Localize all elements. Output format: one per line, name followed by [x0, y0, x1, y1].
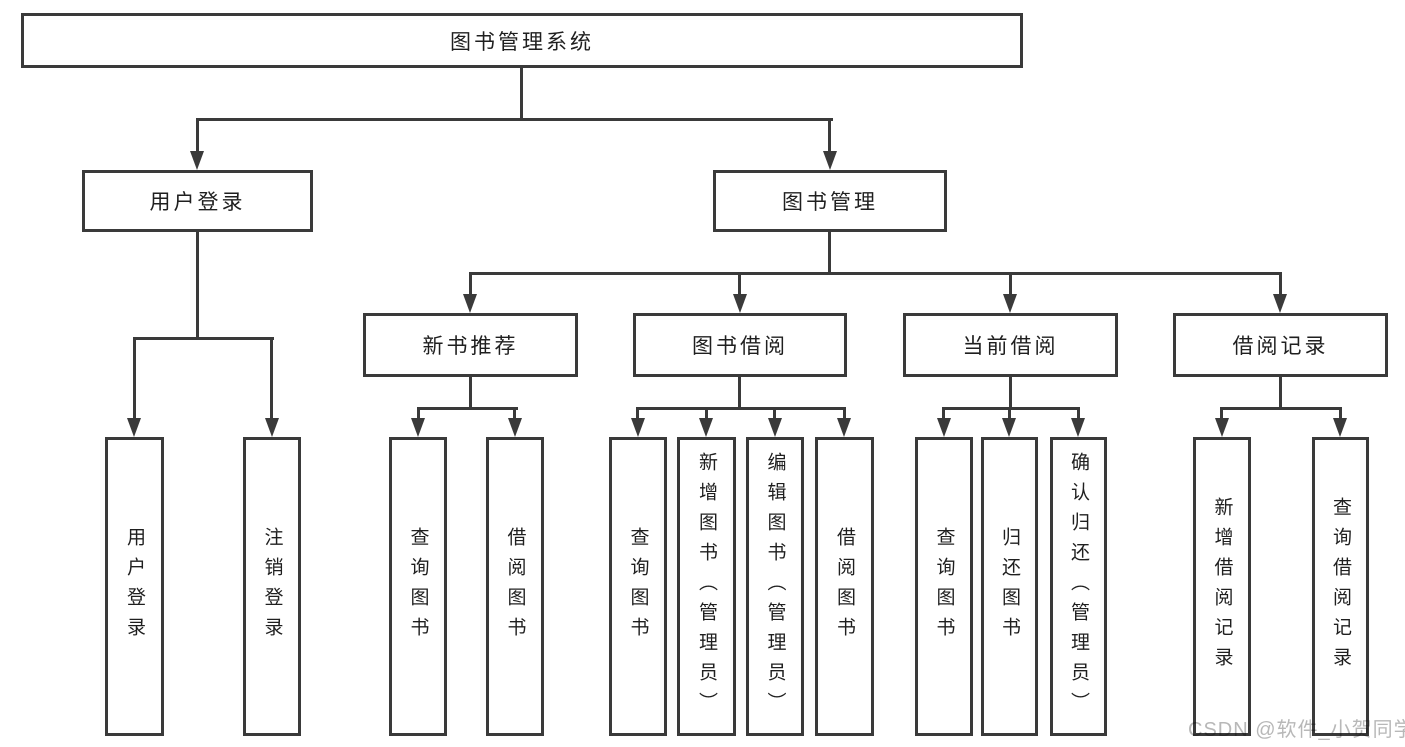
- leaf-query-books-current: 查询图书: [915, 437, 973, 736]
- connector-book-management-stem: [828, 232, 831, 274]
- connector-book-management-rail: [470, 272, 1282, 275]
- leaf-borrow-books-recommend: 借阅图书: [486, 437, 544, 736]
- arrow-down-icon: [190, 151, 204, 170]
- leaf-borrow-books-borrowing-label: 借阅图书: [834, 526, 855, 647]
- arrow-down-icon: [768, 418, 782, 437]
- arrow-down-icon: [1215, 418, 1229, 437]
- leaf-add-borrow-record-label: 新增借阅记录: [1211, 496, 1233, 677]
- node-root-label: 图书管理系统: [450, 30, 594, 54]
- arrow-down-icon: [508, 418, 522, 437]
- arrow-down-icon: [265, 418, 279, 437]
- leaf-logout-label: 注销登录: [261, 526, 283, 647]
- arrow-down-icon: [823, 151, 837, 170]
- arrow-down-icon: [1003, 294, 1017, 313]
- leaf-confirm-return-admin-label: 确认归还（管理员）: [1068, 451, 1089, 722]
- connector-drop-borrow-records: [1279, 272, 1282, 296]
- leaf-query-borrow-record-label: 查询借阅记录: [1330, 496, 1351, 677]
- leaf-query-books-current-label: 查询图书: [933, 526, 955, 647]
- node-user-login: 用户登录: [82, 170, 313, 232]
- node-book-management: 图书管理: [713, 170, 947, 232]
- leaf-query-books-recommend-label: 查询图书: [407, 526, 429, 647]
- arrow-down-icon: [631, 418, 645, 437]
- arrow-down-icon: [1333, 418, 1347, 437]
- leaf-query-books-borrowing: 查询图书: [609, 437, 667, 736]
- connector-drop: [636, 407, 639, 420]
- arrow-down-icon: [411, 418, 425, 437]
- node-borrow-records-label: 借阅记录: [1232, 335, 1329, 358]
- leaf-edit-books-admin: 编辑图书（管理员）: [746, 437, 804, 736]
- connector-drop-current-borrowing: [1009, 272, 1012, 296]
- leaf-add-books-admin-label: 新增图书（管理员）: [696, 451, 717, 722]
- connector-new-book-rail: [418, 407, 518, 410]
- connector-drop: [1008, 407, 1011, 420]
- connector-drop: [1339, 407, 1342, 420]
- connector-new-book-stem: [469, 377, 472, 409]
- connector-drop-new-book-recommend: [469, 272, 472, 296]
- node-book-borrowing: 图书借阅: [633, 313, 847, 377]
- leaf-borrow-books-borrowing: 借阅图书: [815, 437, 874, 736]
- leaf-query-borrow-record: 查询借阅记录: [1312, 437, 1369, 736]
- leaf-logout: 注销登录: [243, 437, 301, 736]
- connector-drop: [942, 407, 945, 420]
- leaf-borrow-books-recommend-label: 借阅图书: [504, 526, 526, 647]
- connector-drop-leaf-logout: [270, 337, 273, 420]
- connector-book-borrowing-rail: [638, 407, 845, 410]
- arrow-down-icon: [127, 418, 141, 437]
- node-new-book-recommend: 新书推荐: [363, 313, 578, 377]
- leaf-query-books-recommend: 查询图书: [389, 437, 447, 736]
- connector-drop: [1220, 407, 1223, 420]
- leaf-user-login: 用户登录: [105, 437, 164, 736]
- connector-drop: [705, 407, 708, 420]
- leaf-add-books-admin: 新增图书（管理员）: [677, 437, 736, 736]
- connector-current-borrowing-stem: [1009, 377, 1012, 409]
- arrow-down-icon: [1071, 418, 1085, 437]
- arrow-down-icon: [463, 294, 477, 313]
- node-borrow-records: 借阅记录: [1173, 313, 1388, 377]
- arrow-down-icon: [1273, 294, 1287, 313]
- connector-drop-leaf-user-login: [133, 337, 136, 420]
- node-root: 图书管理系统: [21, 13, 1023, 68]
- leaf-user-login-label: 用户登录: [124, 526, 145, 647]
- leaf-add-borrow-record: 新增借阅记录: [1193, 437, 1251, 736]
- connector-current-borrowing-rail: [944, 407, 1080, 410]
- connector-drop: [843, 407, 846, 420]
- connector-drop: [1077, 407, 1080, 420]
- node-current-borrowing-label: 当前借阅: [962, 335, 1059, 358]
- arrow-down-icon: [699, 418, 713, 437]
- node-user-login-label: 用户登录: [149, 191, 246, 214]
- arrow-down-icon: [1002, 418, 1016, 437]
- connector-drop-book-management: [828, 118, 831, 153]
- connector-drop: [513, 407, 516, 420]
- node-book-borrowing-label: 图书借阅: [692, 335, 788, 358]
- node-current-borrowing: 当前借阅: [903, 313, 1118, 377]
- connector-drop: [417, 407, 420, 420]
- watermark: CSDN @软件_小贺同学: [1188, 719, 1405, 741]
- leaf-query-books-borrowing-label: 查询图书: [627, 526, 649, 647]
- connector-root-rail: [197, 118, 833, 121]
- leaf-return-books-label: 归还图书: [999, 526, 1020, 647]
- arrow-down-icon: [733, 294, 747, 313]
- node-book-management-label: 图书管理: [782, 191, 878, 214]
- connector-borrow-records-rail: [1222, 407, 1342, 410]
- connector-user-login-stem: [196, 232, 199, 339]
- connector-root-stem: [520, 66, 523, 118]
- connector-book-borrowing-stem: [738, 377, 741, 409]
- node-new-book-recommend-label: 新书推荐: [422, 335, 519, 358]
- leaf-return-books: 归还图书: [981, 437, 1038, 736]
- connector-drop-book-borrowing: [738, 272, 741, 296]
- arrow-down-icon: [837, 418, 851, 437]
- connector-drop-user-login: [196, 118, 199, 153]
- leaf-confirm-return-admin: 确认归还（管理员）: [1050, 437, 1107, 736]
- connector-borrow-records-stem: [1279, 377, 1282, 409]
- connector-user-login-rail: [133, 337, 274, 340]
- arrow-down-icon: [937, 418, 951, 437]
- connector-drop: [773, 407, 776, 420]
- leaf-edit-books-admin-label: 编辑图书（管理员）: [764, 451, 786, 722]
